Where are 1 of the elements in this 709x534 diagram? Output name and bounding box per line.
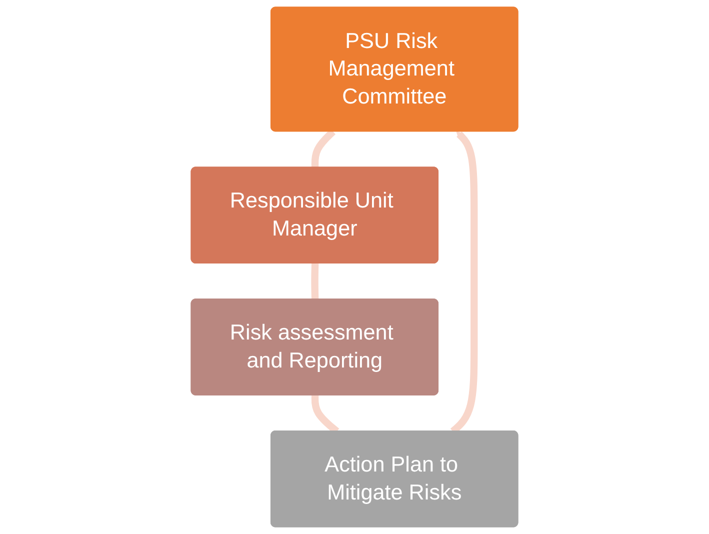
connector — [311, 262, 319, 300]
